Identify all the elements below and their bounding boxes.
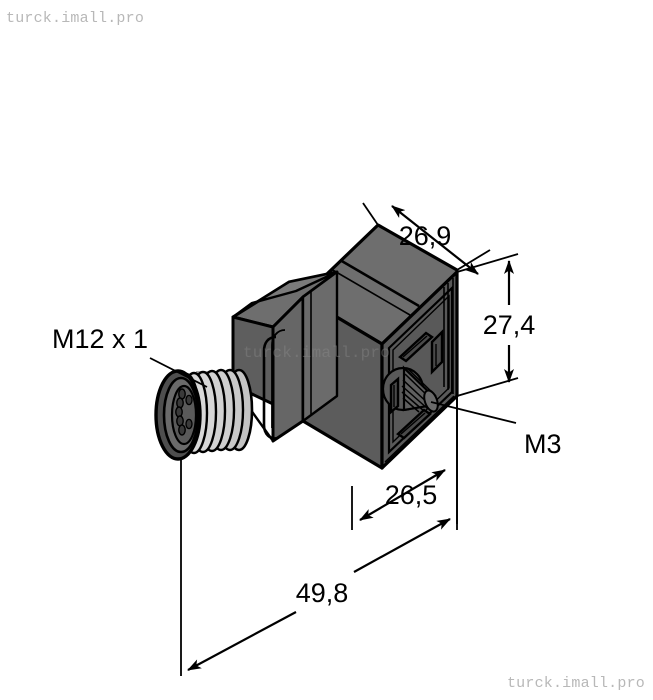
dim-label-27-4: 27,4 — [483, 310, 536, 340]
dimension-27-4: 27,4 — [456, 253, 536, 397]
slot-top-inner — [402, 335, 428, 358]
body-top-seam — [339, 258, 420, 308]
screw-thread-6 — [402, 397, 420, 413]
body-front-inner-frame — [387, 285, 454, 455]
socket-contact-5 — [178, 424, 186, 436]
ext-line-26-9-left — [362, 202, 379, 226]
watermark-bottom-right: turck.imall.pro — [506, 675, 645, 692]
m12-socket-contacts — [175, 388, 193, 436]
dim-label-49-8: 49,8 — [296, 578, 349, 608]
leader-line-m12 — [149, 357, 208, 388]
slot-top — [398, 331, 434, 363]
neck-corner-round-2 — [271, 329, 286, 428]
dim-line-49-8-upper — [353, 518, 451, 573]
watermark-center: turck.imall.pro — [243, 344, 391, 362]
screw-tip — [423, 389, 439, 413]
shoulder-slope — [231, 270, 339, 319]
watermark-top-left: turck.imall.pro — [6, 10, 145, 27]
label-m3: M3 — [430, 401, 562, 459]
dimension-26-9: 26,9 — [362, 202, 491, 275]
leader-line-m3 — [430, 401, 517, 424]
m12-connector — [154, 368, 254, 461]
ext-line-27-4-top — [456, 253, 519, 273]
body-top-seam-2 — [330, 268, 411, 316]
slot-bottom — [396, 408, 432, 440]
socket-contact-6 — [185, 394, 193, 406]
slot-right — [430, 329, 444, 375]
slot-bottom-inner — [400, 412, 426, 435]
connector-body — [154, 223, 459, 470]
socket-contact-7 — [185, 418, 193, 430]
screw-thread-5 — [401, 391, 425, 412]
label-text-m3: M3 — [524, 429, 562, 459]
dim-label-26-9: 26,9 — [399, 221, 452, 251]
label-m12-x-1: M12 x 1 — [52, 324, 208, 388]
dim-label-26-5: 26,5 — [385, 480, 438, 510]
dimension-49-8: 49,8 — [180, 396, 458, 676]
label-text-m12: M12 x 1 — [52, 324, 148, 354]
dim-line-26-9 — [391, 205, 479, 275]
body-bottom-edge-2 — [384, 395, 455, 463]
dim-line-26-5 — [359, 469, 446, 521]
front-face-slots — [389, 329, 444, 440]
body-bottom-edge — [381, 395, 458, 469]
dim-line-49-8-lower — [187, 611, 297, 671]
screw-thread-4 — [401, 385, 429, 410]
